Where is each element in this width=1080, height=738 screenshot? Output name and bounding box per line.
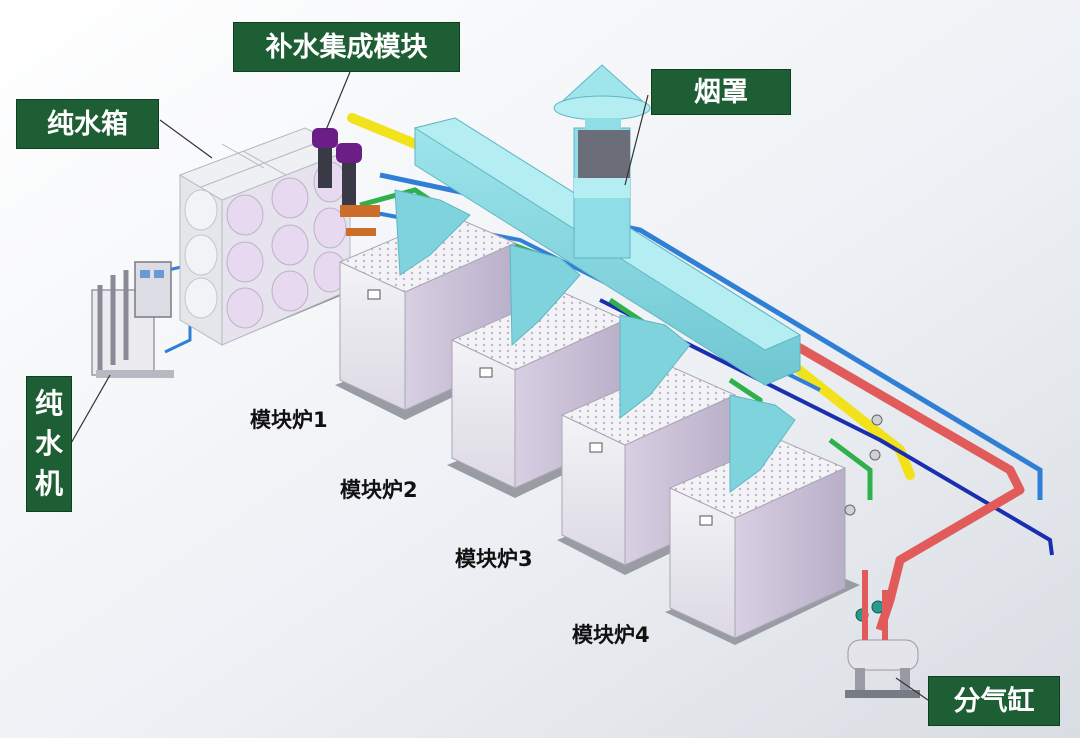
label-pure-machine-char: 纯 <box>34 387 63 420</box>
label-pure-tank: 纯水箱 <box>16 99 159 149</box>
label-pure-machine-char: 机 <box>34 467 63 500</box>
return-pipe <box>599 298 1054 556</box>
leader-lines <box>69 71 929 701</box>
furnace-label-1: 模块炉1 <box>250 408 328 432</box>
label-makeup-module: 补水集成模块 <box>233 22 460 72</box>
steam-header <box>845 570 920 698</box>
boiler-4 <box>665 439 860 645</box>
furnace-label-2: 模块炉2 <box>340 478 418 502</box>
furnace-label-3: 模块炉3 <box>455 547 533 571</box>
pure-water-tank <box>178 127 355 346</box>
leader-pure-machine <box>69 374 111 446</box>
leader-hood <box>624 94 649 186</box>
label-steam-header: 分气缸 <box>928 676 1060 726</box>
leader-pure-tank <box>159 119 213 159</box>
green-branch-5 <box>828 438 873 500</box>
furnace-label-4: 模块炉4 <box>572 623 650 647</box>
hood-cap <box>553 64 652 130</box>
pure-water-machine <box>91 261 174 378</box>
leader-makeup <box>325 71 351 131</box>
pump-icon <box>312 128 380 236</box>
steam-pipe <box>637 251 1025 632</box>
boiler-2 <box>447 291 640 498</box>
label-pure-machine-char: 水 <box>34 427 63 460</box>
label-hood: 烟罩 <box>651 69 791 115</box>
leader-steam-header <box>895 677 929 701</box>
label-pure-machine: 纯 水 机 <box>26 376 72 512</box>
flue-duct <box>394 117 802 493</box>
